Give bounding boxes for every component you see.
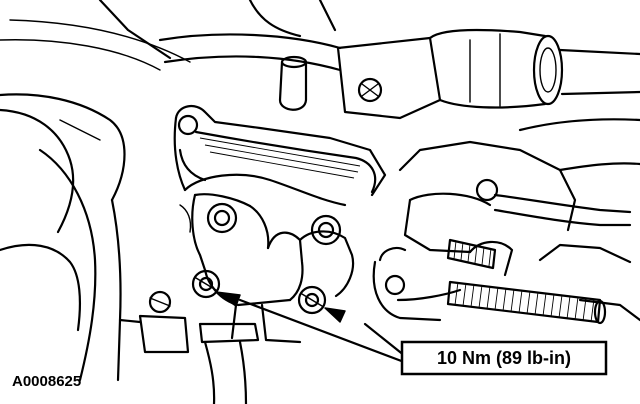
throttle-linkage <box>372 118 640 322</box>
engine-block-left <box>0 0 191 382</box>
lower-fittings <box>118 290 260 404</box>
bolt-left <box>191 269 221 299</box>
torque-callout: 10 Nm (89 lb-in) <box>400 340 608 376</box>
torque-callout-text: 10 Nm (89 lb-in) <box>437 348 571 368</box>
housing-cover <box>173 104 387 207</box>
figure-id: A0008625 <box>12 373 81 390</box>
mounting-bracket <box>179 193 355 344</box>
return-spring <box>446 238 607 325</box>
bolt-right <box>297 285 327 315</box>
upper-hose-assembly <box>158 0 640 120</box>
